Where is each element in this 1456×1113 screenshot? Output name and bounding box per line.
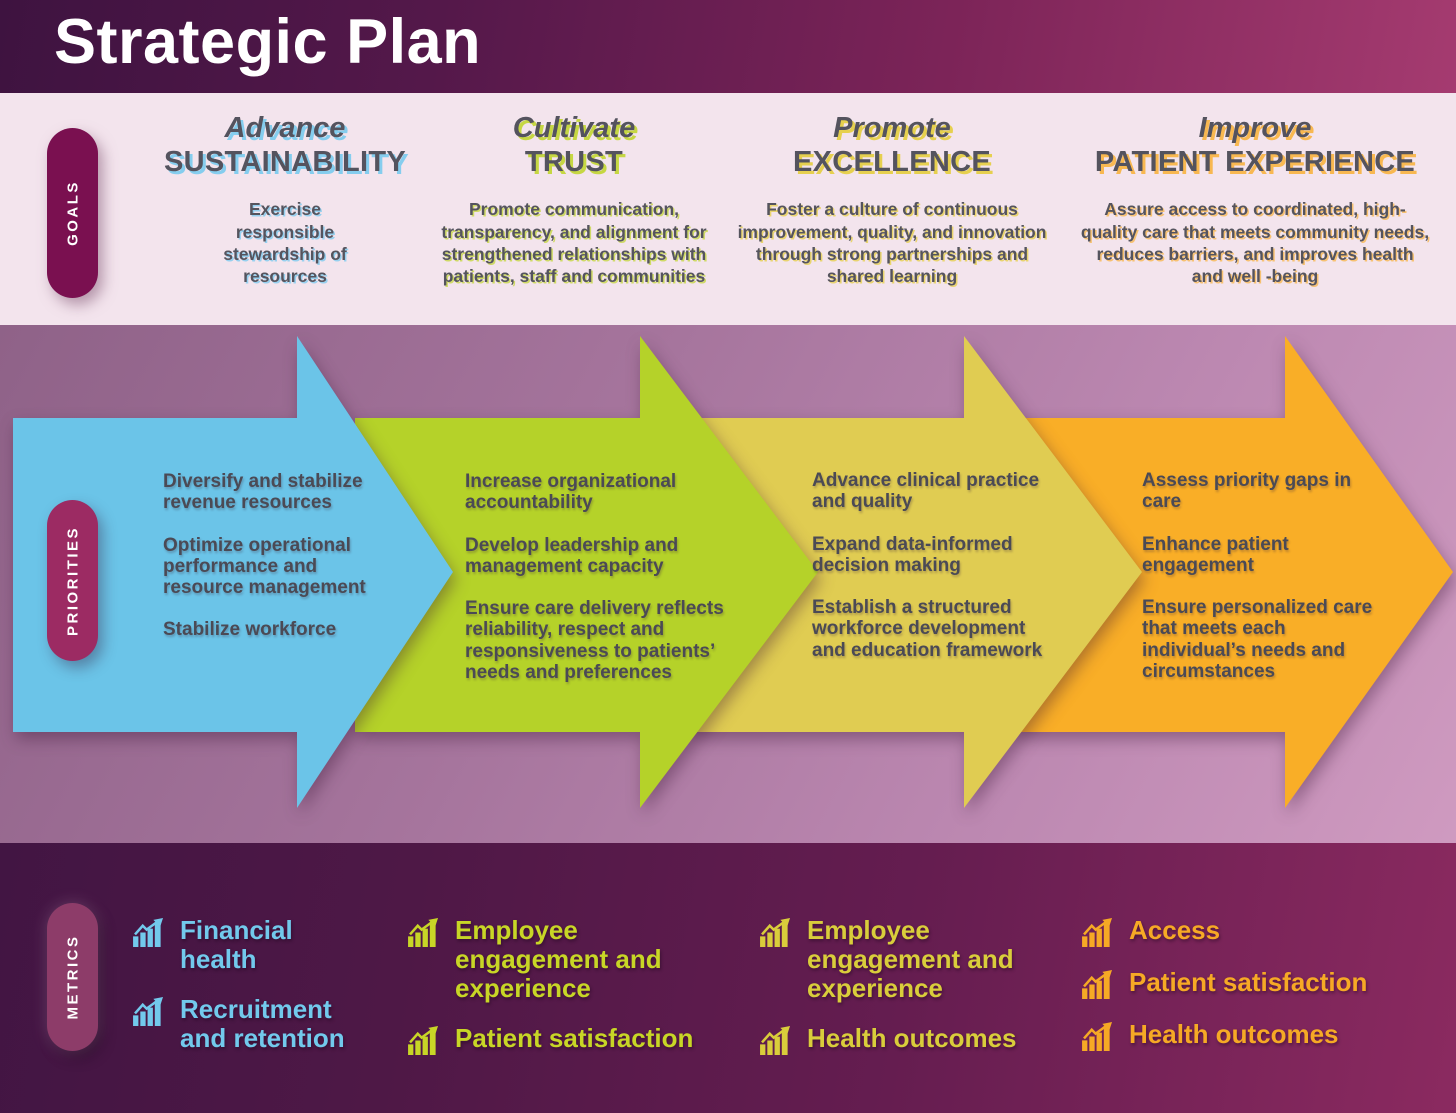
metrics-column-trust: Employee engagement and experience Patie… [408, 915, 697, 1056]
metric-label: Patient satisfaction [1129, 967, 1368, 997]
metric-item: Employee engagement and experience [760, 915, 1049, 1004]
goal-name: TRUST [524, 146, 624, 179]
priority-item: Optimize operational performance and res… [163, 534, 366, 599]
metrics-section-label: METRICS [47, 903, 98, 1051]
metric-item: Recruitment and retention [133, 995, 372, 1053]
priority-item: Develop leadership and management capaci… [465, 534, 679, 577]
priority-item: Ensure personalized care that meets each… [1142, 597, 1373, 682]
goal-description: Exercise responsible stewardship of reso… [223, 199, 347, 287]
goal-lead: Promote [833, 112, 951, 144]
priority-item: Expand data-informed decision making [812, 533, 1013, 576]
goal-description: Foster a culture of continuous improveme… [737, 199, 1047, 287]
metric-item: Employee engagement and experience [408, 915, 697, 1004]
metric-label: Employee engagement and experience [807, 915, 1014, 1004]
goal-column-patient-experience: Improve PATIENT EXPERIENCE Assure access… [1072, 112, 1438, 288]
metric-label: Employee engagement and experience [455, 915, 662, 1004]
metric-label: Health outcomes [1129, 1019, 1339, 1049]
priority-arrow-excellence [690, 336, 1142, 808]
metric-item: Access [1082, 915, 1367, 947]
metric-item: Financial health [133, 915, 372, 975]
priority-arrow-sustainability [13, 336, 453, 808]
growth-chart-icon [1082, 1022, 1113, 1051]
goal-name: PATIENT EXPERIENCE [1094, 146, 1416, 179]
goals-label-text: GOALS [64, 180, 81, 246]
growth-chart-icon [1082, 918, 1113, 947]
metric-label: Access [1129, 915, 1221, 945]
goal-column-trust: Cultivate TRUST Promote communication, t… [418, 112, 730, 288]
growth-chart-icon [408, 918, 439, 947]
goal-name: SUSTAINABILITY [163, 146, 407, 179]
metrics-label-text: METRICS [64, 934, 81, 1020]
goal-column-excellence: Promote EXCELLENCE Foster a culture of c… [728, 112, 1056, 288]
growth-chart-icon [408, 1026, 439, 1056]
metric-item: Patient satisfaction [408, 1023, 697, 1056]
growth-chart-icon [760, 1026, 791, 1056]
metric-label: Recruitment and retention [180, 994, 345, 1054]
priorities-label-text: PRIORITIES [64, 525, 81, 636]
priority-item: Advance clinical practice and quality [812, 470, 1040, 513]
metric-label: Financial health [180, 915, 293, 975]
priority-item: Diversify and stabilize revenue resource… [163, 471, 363, 514]
growth-chart-icon [760, 918, 791, 947]
priority-item: Ensure care delivery reflects reliabilit… [465, 598, 724, 683]
goal-lead: Cultivate [512, 112, 636, 144]
growth-chart-icon [133, 918, 164, 947]
goal-description: Assure access to coordinated, high-quali… [1080, 199, 1430, 287]
metric-item: Health outcomes [760, 1023, 1049, 1056]
metrics-column-sustainability: Financial health Recruitment and retenti… [133, 915, 372, 1053]
growth-chart-icon [133, 997, 164, 1027]
goal-column-sustainability: Advance SUSTAINABILITY Exercise responsi… [150, 112, 420, 288]
metric-item: Health outcomes [1082, 1019, 1367, 1051]
goal-lead: Improve [1198, 112, 1312, 144]
priority-list-patient-experience: Assess priority gaps in care Enhance pat… [1142, 470, 1384, 682]
priorities-section-label: PRIORITIES [47, 500, 98, 661]
priority-list-trust: Increase organizational accountability D… [465, 471, 762, 683]
priority-list-sustainability: Diversify and stabilize revenue resource… [163, 471, 378, 641]
priority-list-excellence: Advance clinical practice and quality Ex… [812, 470, 1064, 661]
goal-name: EXCELLENCE [793, 146, 991, 179]
priority-item: Stabilize workforce [163, 619, 337, 641]
metrics-band [0, 843, 1456, 1113]
growth-chart-icon [1082, 970, 1113, 999]
metric-label: Patient satisfaction [455, 1023, 694, 1054]
metrics-column-patient-experience: Access Patient satisfaction Heal [1082, 915, 1368, 1051]
page-title: Strategic Plan [54, 7, 482, 77]
goals-section-label: GOALS [47, 128, 98, 298]
goals-band [0, 93, 1456, 325]
metrics-column-excellence: Employee engagement and experience Healt… [760, 915, 1049, 1056]
metric-item: Patient satisfaction [1082, 967, 1368, 999]
priority-arrow-trust [355, 336, 818, 808]
priority-item: Enhance patient engagement [1142, 533, 1289, 576]
priority-item: Increase organizational accountability [465, 471, 677, 514]
goal-lead: Advance [224, 112, 346, 144]
goal-description: Promote communication, transparency, and… [441, 199, 707, 287]
priority-item: Assess priority gaps in care [1142, 470, 1352, 513]
priority-arrow-patient-experience [1015, 336, 1453, 808]
priority-arrows [13, 336, 1453, 808]
header-band: Strategic Plan [0, 0, 1456, 93]
priority-item: Establish a structured workforce develop… [812, 597, 1043, 661]
metric-label: Health outcomes [807, 1023, 1017, 1054]
